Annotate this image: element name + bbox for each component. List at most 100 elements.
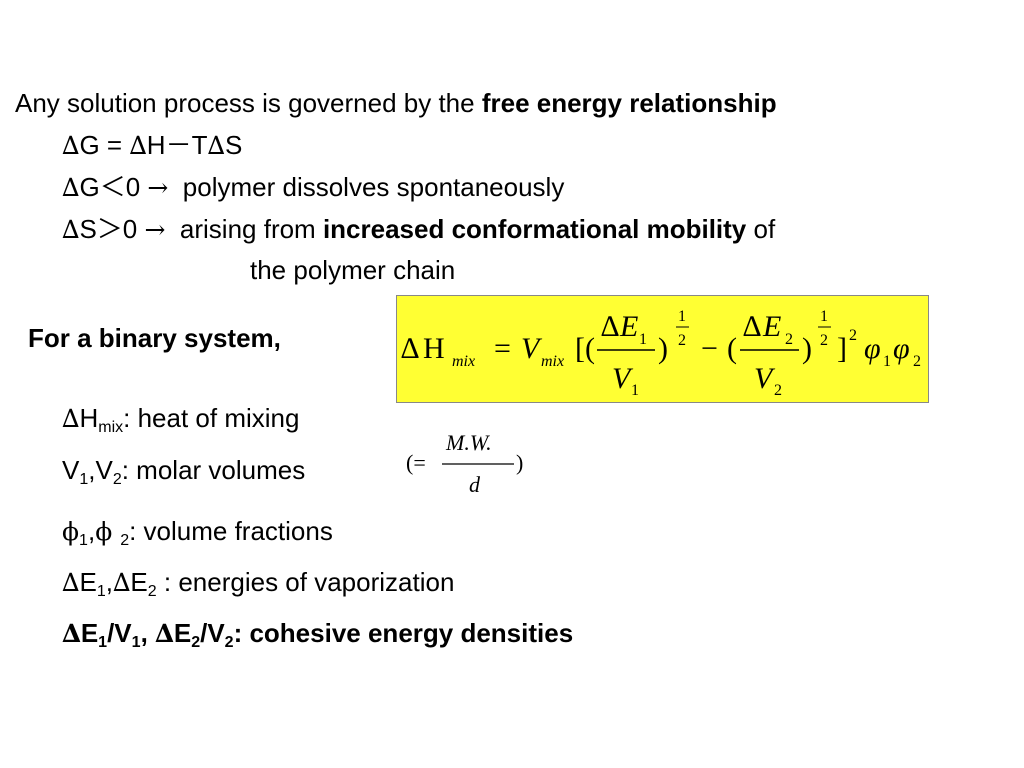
mw-numerator: M.W.: [445, 430, 492, 455]
close-bracket: ]: [837, 332, 847, 365]
formula-v: V: [521, 332, 543, 365]
den2-v: V: [754, 362, 776, 395]
mw-svg: (= M.W. d ): [406, 430, 523, 497]
num1-e: E: [619, 310, 638, 343]
dg-condition-line: ∆G＜0 → polymer dissolves spontaneously: [62, 171, 564, 204]
ced-e1-sub: 1: [98, 634, 108, 651]
phi-1-sub: 1: [883, 353, 891, 370]
intro-bold-text: free energy relationship: [481, 88, 777, 118]
binary-system-label: For a binary system,: [28, 323, 281, 353]
exp1-den: 2: [678, 332, 686, 349]
arrow-icon: →: [144, 215, 166, 244]
def-molar-volumes: V1,V2: molar volumes: [62, 454, 306, 488]
fractions-comma: ,: [87, 516, 96, 546]
formula-v-sub: mix: [541, 353, 564, 370]
intro-line: Any solution process is governed by the …: [15, 87, 777, 119]
num2-e: E: [762, 310, 781, 343]
ced-e2: E: [173, 618, 192, 648]
hmix-desc: : heat of mixing: [123, 403, 300, 433]
volumes-desc: : molar volumes: [121, 455, 306, 485]
num1-sub: 1: [639, 331, 647, 348]
mixing-enthalpy-formula: ∆ H mix = V mix [( ∆ E 1 V 1 ) 1 2 − ( ∆…: [396, 295, 929, 403]
delta-symbol: ∆: [112, 568, 131, 597]
delta-symbol: ∆: [207, 131, 225, 160]
ced-e1: E: [80, 618, 99, 648]
ced-v2: /V: [200, 618, 225, 648]
ced-desc: : cohesive energy densities: [233, 618, 574, 648]
arrow-icon: →: [147, 173, 169, 202]
den1-v: V: [612, 362, 634, 395]
eq1-text2: H－T: [146, 130, 208, 160]
formula-minus: −: [701, 332, 718, 365]
formula-h: H: [423, 332, 445, 365]
ced-comma: ,: [140, 618, 156, 648]
eq3-bold-text: increased conformational mobility: [322, 214, 747, 244]
v1-main: V: [62, 455, 80, 485]
formula-h-sub: mix: [452, 353, 475, 370]
num2-sub: 2: [785, 331, 793, 348]
v2-sub: 2: [112, 471, 122, 488]
formula-equals: =: [494, 332, 511, 365]
phi-symbol: ϕ: [95, 517, 121, 546]
phi-1: φ: [864, 332, 881, 365]
e2-sub: 2: [147, 583, 157, 600]
intro-text: Any solution process is governed by the: [15, 88, 482, 118]
mw-denominator: d: [469, 472, 481, 497]
eq1-text: G =: [79, 130, 130, 160]
delta-symbol: ∆: [62, 173, 80, 202]
close-paren-1: ): [658, 332, 668, 365]
mw-close: ): [516, 450, 523, 475]
num1-delta: ∆: [601, 310, 619, 343]
delta-symbol: ∆: [129, 131, 147, 160]
exp2-den: 2: [820, 332, 828, 349]
eq2-description: polymer dissolves spontaneously: [168, 172, 565, 202]
def-cohesive-energy-densities: ∆E1/V1, ∆E2/V2: cohesive energy densitie…: [62, 617, 574, 651]
mw-open: (=: [406, 450, 426, 475]
delta-symbol: ∆: [62, 568, 80, 597]
energies-desc: : energies of vaporization: [156, 567, 455, 597]
hmix-main: H: [79, 403, 99, 433]
def-energies-of-vaporization: ∆E1,∆E2 : energies of vaporization: [62, 566, 455, 600]
e2-main: E: [130, 567, 148, 597]
eq3-description: arising from: [165, 214, 323, 244]
ced-v2-sub: 2: [224, 634, 234, 651]
exp2-num: 1: [820, 308, 828, 325]
hmix-sub: mix: [98, 419, 124, 436]
gibbs-equation: ∆G = ∆H－T∆S: [62, 129, 242, 162]
fractions-desc: : volume fractions: [129, 516, 333, 546]
e1-sub: 1: [96, 583, 106, 600]
phi-2: φ: [893, 332, 910, 365]
ds-condition-line: ∆S＞0 → arising from increased conformati…: [62, 213, 775, 246]
molecular-weight-fraction: (= M.W. d ): [402, 428, 532, 502]
phi-2-sub: 2: [913, 353, 921, 370]
phi1-sub: 1: [79, 532, 88, 549]
delta-symbol: ∆: [62, 215, 80, 244]
formula-open-bracket: [(: [575, 332, 595, 365]
eq3-text: S＞0: [79, 214, 145, 244]
def-heat-of-mixing: ∆Hmix: heat of mixing: [62, 402, 300, 436]
den1-sub: 1: [631, 382, 639, 399]
ced-v1: /V: [107, 618, 132, 648]
ds-continuation-line: the polymer chain: [250, 255, 456, 285]
exp1-num: 1: [678, 308, 686, 325]
def-volume-fractions: ϕ1,ϕ 2: volume fractions: [62, 515, 333, 549]
eq2-text: G＜0: [79, 172, 148, 202]
outer-exponent: 2: [849, 327, 857, 344]
eq3-tail: of: [746, 214, 776, 244]
eq1-text3: S: [224, 130, 243, 160]
close-paren-2: ): [802, 332, 812, 365]
ced-v1-sub: 1: [131, 634, 141, 651]
num2-delta: ∆: [743, 310, 761, 343]
delta-symbol: ∆: [62, 404, 80, 433]
open-paren-2: (: [727, 332, 737, 365]
phi2-sub: 2: [120, 532, 130, 549]
ced-e2-sub: 2: [191, 634, 201, 651]
formula-svg: ∆ H mix = V mix [( ∆ E 1 V 1 ) 1 2 − ( ∆…: [401, 308, 921, 399]
e1-main: E: [79, 567, 97, 597]
v1-sub: 1: [79, 471, 89, 488]
phi-symbol: ϕ: [62, 517, 80, 546]
delta-symbol: ∆: [62, 619, 81, 648]
den2-sub: 2: [774, 382, 782, 399]
v2-main: ,V: [88, 455, 113, 485]
delta-symbol: ∆: [155, 619, 174, 648]
